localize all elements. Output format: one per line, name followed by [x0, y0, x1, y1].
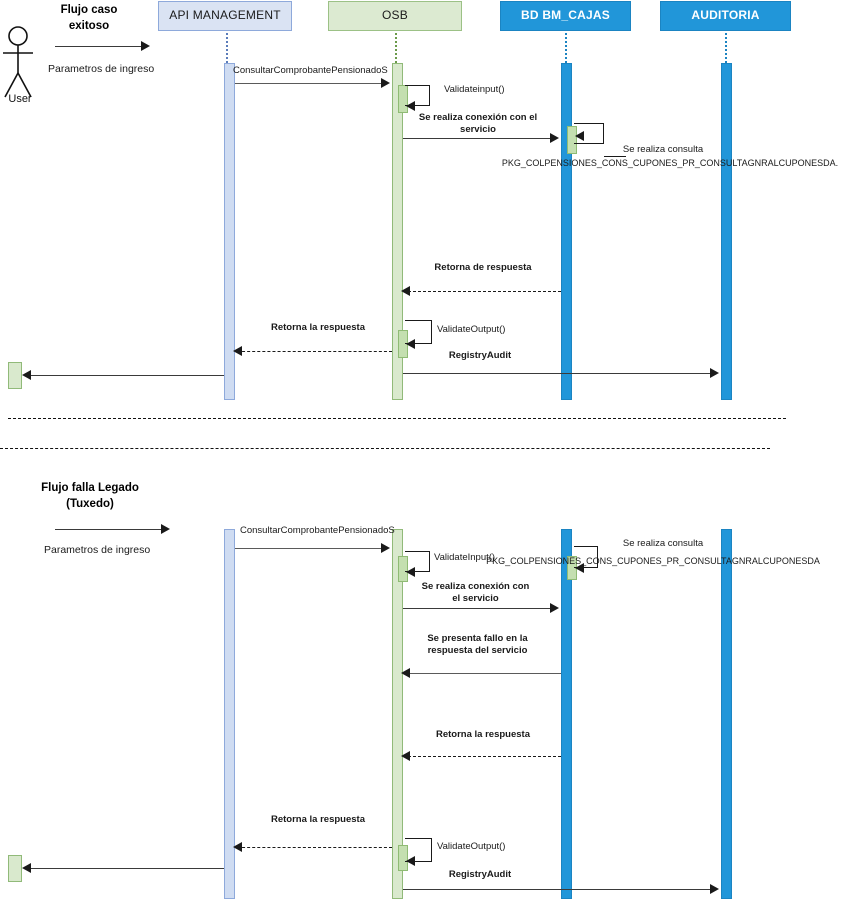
flow2-message-line-registryaudit — [403, 889, 711, 890]
flow1-message-label-retorna-la-respuesta: Retorna la respuesta — [271, 322, 365, 333]
flow1-arrowhead-retorna-respuesta — [401, 286, 410, 296]
flow2-end-box-user — [8, 855, 22, 882]
flow2-arrowhead-validateinput — [406, 567, 415, 577]
flow1-note-label-pkg: PKG_COLPENSIONES_CONS_CUPONES_PR_CONSULT… — [501, 158, 839, 168]
flow1-arrowhead-registryaudit — [710, 368, 719, 378]
flow1-arrowhead-consultar — [381, 78, 390, 88]
flow1-message-line-conexion — [403, 138, 551, 139]
flow1-title: Flujo caso exitoso — [60, 4, 118, 32]
flow2-message-label-validateoutput: ValidateOutput() — [437, 841, 506, 852]
flow1-message-label-retorna-respuesta: Retorna de respuesta — [434, 262, 532, 273]
participant-header-api-management[interactable]: API MANAGEMENT — [158, 1, 292, 31]
flow1-message-line-registryaudit — [403, 373, 711, 374]
participant-label-bd-bm-cajas: BD BM_CAJAS — [521, 8, 610, 23]
flow1-message-label-validateoutput: ValidateOutput() — [437, 324, 506, 335]
flow1-arrowhead-validateinput — [406, 101, 415, 111]
flow2-message-label-retorna-db: Retorna la respuesta — [436, 729, 530, 740]
flow2-arrowhead-retorna-api — [233, 842, 242, 852]
flow1-message-label-consultar: ConsultarComprobantePensionadoS — [233, 65, 388, 76]
activation-auditoria-flow1 — [721, 63, 732, 400]
flow1-message-line-final-return — [24, 375, 224, 376]
flow1-message-label-registryaudit: RegistryAudit — [448, 350, 512, 361]
activation-api-flow1 — [224, 63, 235, 400]
activation-osb-flow1 — [392, 63, 403, 400]
flow1-end-box-user — [8, 362, 22, 389]
flow1-entry-label: Parametros de ingreso — [48, 63, 155, 75]
flow2-message-label-validateinput: ValidateInput() — [434, 552, 496, 563]
lifeline-dots-db — [565, 33, 569, 63]
flow2-selfloop-validateinput — [405, 551, 430, 572]
participant-label-osb: OSB — [382, 8, 408, 23]
actor-user — [2, 25, 42, 110]
flow1-arrowhead-retorna-la-respuesta — [233, 346, 242, 356]
flow2-arrowhead-retorna-db — [401, 751, 410, 761]
lifeline-dots-api — [226, 33, 230, 63]
flow2-message-label-fallo: Se presenta fallo en la respuesta del se… — [427, 633, 528, 656]
flow2-message-line-retorna-db — [403, 756, 561, 757]
flow-separator-bottom — [0, 448, 770, 449]
flow1-message-line-retorna-respuesta — [403, 291, 561, 292]
lifeline-dots-osb — [395, 33, 399, 63]
flow1-selfloop-validateoutput — [405, 320, 432, 344]
flow2-selfloop-consulta — [574, 546, 598, 568]
flow2-selfloop-validateoutput — [405, 838, 432, 862]
activation-auditoria-flow2 — [721, 529, 732, 899]
flow1-selfloop-validateinput — [405, 85, 430, 106]
participant-header-osb[interactable]: OSB — [328, 1, 462, 31]
flow2-arrowhead-fallo — [401, 668, 410, 678]
flow2-message-line-final-return — [24, 868, 224, 869]
flow2-message-label-registryaudit: RegistryAudit — [448, 869, 512, 880]
flow2-message-label-consultar: ConsultarComprobantePensionadoS — [240, 525, 395, 536]
flow1-message-label-conexion: Se realiza conexión con el servicio — [418, 112, 538, 135]
actor-user-label: User — [8, 93, 32, 105]
flow2-message-line-consultar — [235, 548, 382, 549]
flow1-entry-arrow-line — [55, 46, 143, 47]
participant-label-api-management: API MANAGEMENT — [169, 8, 281, 23]
activation-db-flow1 — [561, 63, 572, 400]
flow1-message-line-retorna-la-respuesta — [237, 351, 392, 352]
flow2-entry-arrowhead — [161, 524, 170, 534]
participant-label-auditoria: AUDITORIA — [691, 8, 760, 23]
flow2-entry-label: Parametros de ingreso — [44, 544, 151, 556]
flow2-arrowhead-consultar — [381, 543, 390, 553]
flow1-arrowhead-validateoutput — [406, 339, 415, 349]
flow2-note-label-pkg: PKG_COLPENSIONES_CONS_CUPONES_PR_CONSULT… — [486, 556, 820, 566]
flow1-selfloop-consulta — [574, 123, 604, 144]
flow1-note-elbow-consulta — [604, 138, 626, 157]
user-stick-figure-icon — [3, 26, 33, 98]
flow2-message-line-fallo — [403, 673, 561, 674]
participant-header-bd-bm-cajas[interactable]: BD BM_CAJAS — [500, 1, 631, 31]
flow2-arrowhead-validateoutput — [406, 856, 415, 866]
activation-osb-validateinput-flow1 — [398, 85, 408, 113]
flow1-arrowhead-final-return — [22, 370, 31, 380]
flow1-entry-arrowhead — [141, 41, 150, 51]
flow1-message-label-consulta: Se realiza consulta — [622, 144, 704, 155]
flow2-arrowhead-conexion — [550, 603, 559, 613]
flow2-message-line-retorna-api — [237, 847, 392, 848]
flow2-title: Flujo falla Legado (Tuxedo) — [41, 482, 139, 510]
flow2-message-line-conexion — [403, 608, 551, 609]
flow2-arrowhead-consulta — [575, 563, 584, 573]
flow2-entry-arrow-line — [55, 529, 163, 530]
flow2-message-label-retorna-api: Retorna la respuesta — [271, 814, 365, 825]
flow-separator-top — [8, 418, 786, 419]
activation-db-flow2 — [561, 529, 572, 899]
flow1-message-label-validateinput: Validateinput() — [444, 84, 505, 95]
flow2-arrowhead-registryaudit — [710, 884, 719, 894]
lifeline-dots-auditoria — [725, 33, 729, 63]
flow1-arrowhead-conexion — [550, 133, 559, 143]
participant-header-auditoria[interactable]: AUDITORIA — [660, 1, 791, 31]
flow2-message-label-consulta: Se realiza consulta — [622, 538, 704, 549]
flow2-message-label-conexion: Se realiza conexión con el servicio — [421, 581, 530, 604]
flow1-arrowhead-consulta — [575, 131, 584, 141]
flow1-message-line-consultar — [235, 83, 382, 84]
flow2-arrowhead-final-return — [22, 863, 31, 873]
